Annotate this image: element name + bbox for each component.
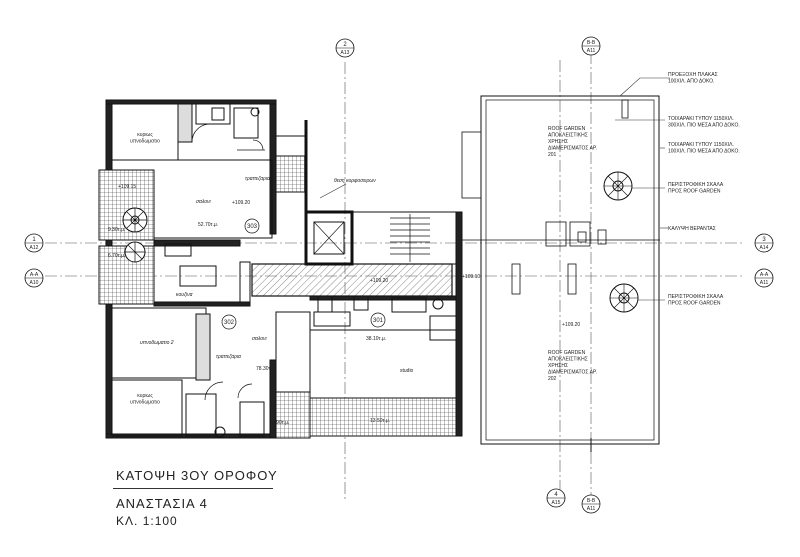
unit-303: 303 — [247, 224, 258, 230]
section-marker-bb-top: B-B A11 — [581, 36, 601, 56]
grid-marker-4: 4 A15 — [546, 488, 566, 508]
level-roof: +109.20 — [562, 322, 580, 328]
roof-garden-block — [461, 95, 660, 452]
level-115: +109.15 — [118, 184, 136, 190]
grid-marker-1: 1 A12 — [24, 233, 44, 253]
area-930: 9.30τ.μ. — [108, 227, 125, 233]
living-303-label: σαλονι — [196, 199, 212, 205]
dining-303-label: τραπεζαρια — [245, 176, 270, 182]
section-marker-aa-right: A-A A11 — [754, 268, 774, 288]
svg-text:A15: A15 — [552, 500, 561, 506]
svg-text:A12: A12 — [30, 245, 39, 251]
svg-text:A11: A11 — [587, 506, 596, 512]
section-marker-aa-left: A-A A10 — [24, 268, 44, 288]
corridor-label: θεση κορφοσειρων — [334, 178, 376, 184]
drawing-title: ΚΑΤΟΨΗ 3ΟΥ ΟΡΟΦΟΥ — [116, 468, 278, 483]
level-910: +109.10 — [462, 274, 480, 280]
left-building — [98, 99, 463, 439]
grid-marker-3: 3 A14 — [754, 233, 774, 253]
svg-text:B-B: B-B — [587, 498, 596, 504]
svg-text:A-A: A-A — [760, 272, 769, 278]
area-301: 38.10τ.μ. — [366, 336, 386, 342]
dining-302-label: τραπεζαρια — [216, 354, 241, 360]
area-303: 52.70τ.μ. — [198, 222, 218, 228]
svg-text:4: 4 — [554, 492, 558, 498]
svg-text:A13: A13 — [341, 50, 350, 56]
leader-lines — [319, 77, 670, 301]
studio-label: studio — [400, 368, 414, 374]
bedroom2-label: υπνοδωματιο 2 — [140, 340, 174, 346]
svg-text:A10: A10 — [30, 280, 39, 286]
svg-text:2: 2 — [343, 42, 347, 48]
living-302-label: σαλονι — [252, 336, 268, 342]
svg-text:A11: A11 — [760, 280, 769, 286]
kitchen-302-label: κουζινα — [176, 292, 193, 298]
unit-301: 301 — [373, 318, 384, 324]
svg-text:A14: A14 — [760, 245, 769, 251]
scale-label: ΚΛ. 1:100 — [116, 514, 178, 528]
unit-302: 302 — [224, 320, 235, 326]
level-303: +109.20 — [232, 200, 250, 206]
annotation-veranda: ΚΑΛΥΨΗ ΒΕΡΑΝΤΑΣ — [668, 226, 716, 232]
svg-text:3: 3 — [762, 237, 766, 243]
level-920: +109.20 — [370, 278, 388, 284]
annotation-parapet-100: ΤΟΙΧΑΡΑΚΙ ΤΥΠΟΥ 1150ΧΙΛ.100ΧΙΛ. ΠΙΟ ΜΕΣΑ… — [668, 142, 740, 155]
grid-marker-2: 2 A13 — [335, 38, 355, 58]
area-670: 6.70τ.μ. — [108, 253, 125, 259]
project-name: ΑΝΑΣΤΑΣΙΑ 4 — [116, 496, 208, 511]
svg-text:1: 1 — [32, 237, 36, 243]
annotation-parapet-300: ΤΟΙΧΑΡΑΚΙ ΤΥΠΟΥ 1150ΧΙΛ.300ΧΙΛ. ΠΙΟ ΜΕΣΑ… — [668, 116, 740, 129]
svg-text:A11: A11 — [587, 48, 596, 54]
title-underline — [113, 488, 273, 489]
area-1350: 13.50τ.μ. — [370, 418, 390, 424]
svg-text:B-B: B-B — [587, 40, 596, 46]
area-302: 78.30τ.μ. — [256, 366, 276, 372]
svg-text:A-A: A-A — [30, 272, 39, 278]
area-390: 3.90τ.μ. — [272, 420, 289, 426]
section-marker-bb-bottom: B-B A11 — [581, 494, 601, 514]
